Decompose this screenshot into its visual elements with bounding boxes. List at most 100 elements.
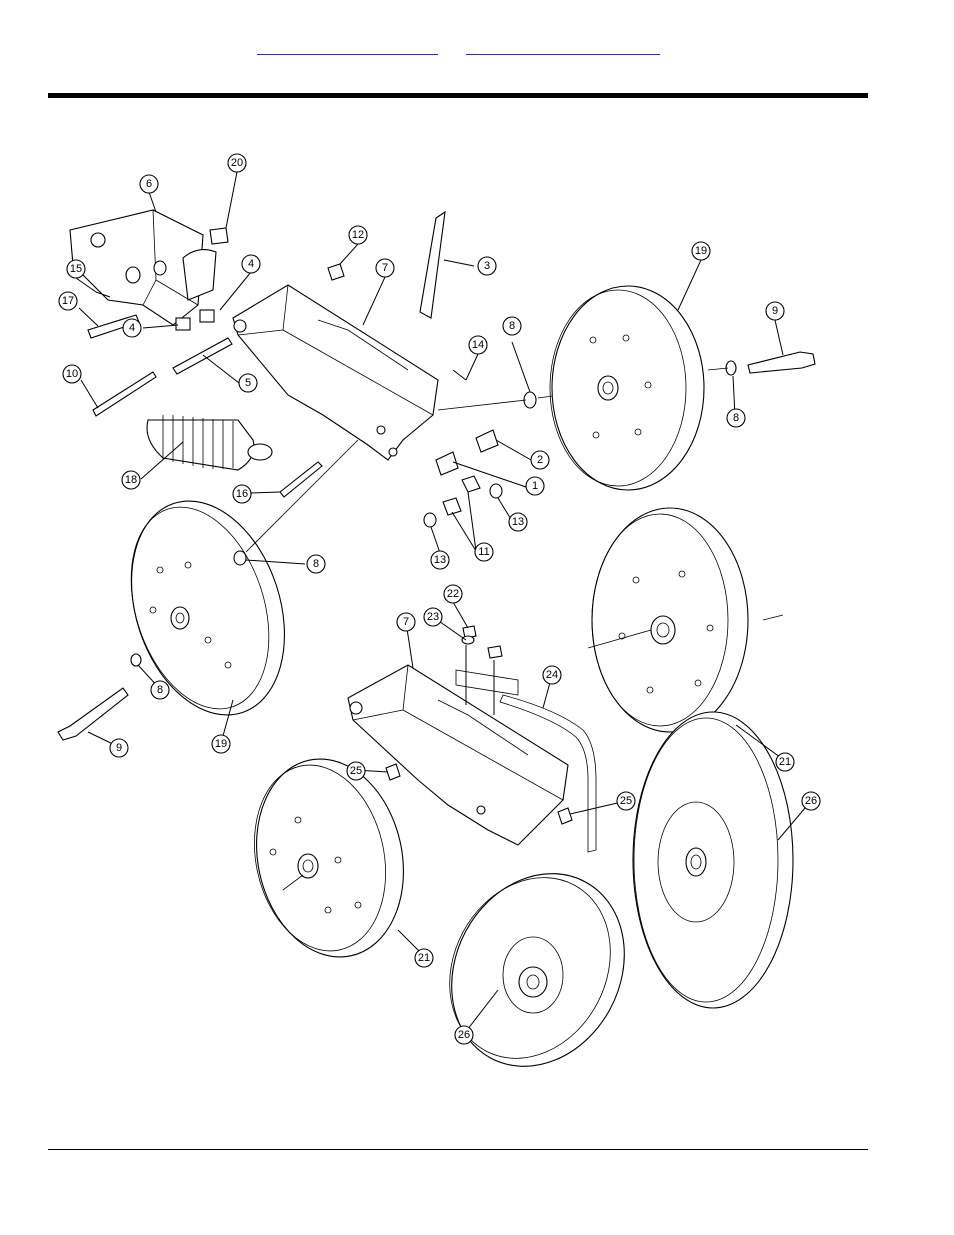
callout: 4: [122, 318, 142, 338]
callout: 26: [454, 1025, 474, 1045]
arm-part-7-upper: [232, 284, 439, 461]
bolt-part-25b: [557, 807, 573, 825]
callout-text: 26: [805, 795, 817, 807]
callout: 9: [109, 738, 129, 758]
pin-part-14: [452, 369, 467, 381]
callout: 5: [238, 373, 258, 393]
callout: 8: [306, 554, 326, 574]
callout: 19: [211, 734, 231, 754]
callout: 21: [775, 752, 795, 772]
callout: 26: [801, 791, 821, 811]
callout: 25: [616, 791, 636, 811]
callout-text: 23: [427, 611, 439, 623]
wheel-part-19-left: [130, 500, 285, 716]
callout-text: 19: [215, 738, 227, 750]
callout-text: 4: [129, 322, 135, 334]
callout-text: 14: [472, 339, 484, 351]
footer-rule: [48, 1149, 868, 1150]
handle-part-3: [419, 210, 446, 319]
callout-text: 13: [434, 554, 446, 566]
spring-part-18: [146, 415, 273, 471]
callout: 23: [423, 607, 443, 627]
callout: 20: [227, 153, 247, 173]
callout-text: 18: [125, 474, 137, 486]
mount-bracket-part: [69, 209, 217, 326]
bolt-part-9a: [747, 351, 816, 374]
callout-text: 21: [418, 952, 430, 964]
callout-text: 9: [772, 305, 778, 317]
callout-text: 24: [546, 669, 558, 681]
washer-part-13a: [489, 483, 503, 499]
header-link-1[interactable]: [257, 40, 438, 55]
callout: 8: [502, 316, 522, 336]
callout: 14: [468, 335, 488, 355]
cap-part-20: [209, 227, 229, 245]
callout: 15: [66, 259, 86, 279]
callout: 7: [396, 612, 416, 632]
callout-text: 9: [116, 742, 122, 754]
washer-part-8d: [130, 653, 142, 667]
callout-text: 16: [236, 488, 248, 500]
callout-text: 11: [478, 546, 489, 558]
callout-text: 7: [403, 616, 409, 628]
callout: 18: [121, 470, 141, 490]
callout-text: 8: [733, 412, 739, 424]
bushing-part-4b: [199, 309, 215, 323]
callout: 16: [232, 484, 252, 504]
nut-part-22: [462, 625, 477, 639]
callout-text: 25: [350, 765, 362, 777]
washer-part-13b: [423, 512, 437, 528]
callout: 1: [525, 476, 545, 496]
callout: 21: [414, 948, 434, 968]
callout-text: 6: [146, 178, 152, 190]
bolt-part-9b: [57, 687, 129, 741]
callout-text: 19: [695, 245, 707, 257]
washer-part-23: [461, 635, 475, 645]
callout: 6: [139, 174, 159, 194]
arm-part-7-lower: [347, 664, 569, 846]
callout-text: 8: [157, 684, 163, 696]
header-link-2[interactable]: [466, 40, 660, 55]
header-rule: [48, 93, 868, 98]
callout-text: 21: [779, 756, 791, 768]
callout-text: 3: [484, 260, 490, 272]
callout-text: 26: [458, 1029, 470, 1041]
wheel-part-21-left: [254, 758, 404, 958]
nut-part-11b: [442, 497, 462, 516]
washer-part-8c: [233, 550, 247, 566]
callout-text: 1: [532, 480, 538, 492]
pin-part-16: [279, 461, 323, 498]
callout: 8: [150, 680, 170, 700]
disc-part-26-right: [632, 711, 794, 1009]
rod-part-24: [499, 694, 597, 853]
nut-part-11a: [461, 475, 481, 493]
callout: 12: [348, 225, 368, 245]
callout: 19: [691, 241, 711, 261]
callout-text: 2: [537, 454, 543, 466]
callout-text: 15: [70, 263, 82, 275]
callout-text: 12: [352, 229, 364, 241]
exploded-parts-diagram: 20 6 4 12 7 3 19 9 15 17 4 8 14 10 5 8 2…: [48, 140, 868, 1080]
callout: 7: [375, 258, 395, 278]
callout: 10: [62, 364, 82, 384]
wheel-part-21-right: [591, 507, 749, 733]
shaft-part-5: [172, 337, 233, 375]
bushing-part-2: [475, 429, 499, 453]
callout: 8: [726, 408, 746, 428]
callout: 13: [508, 512, 528, 532]
callout-text: 8: [313, 558, 319, 570]
callout-text: 5: [245, 377, 251, 389]
callout-labels: 20 6 4 12 7 3 19 9 15 17 4 8 14 10 5 8 2…: [58, 153, 821, 1045]
callout-text: 25: [620, 795, 632, 807]
callout: 2: [530, 450, 550, 470]
nut-part-12: [327, 263, 345, 281]
callout: 9: [765, 301, 785, 321]
callout-text: 10: [66, 368, 78, 380]
callout: 25: [346, 761, 366, 781]
bushing-part-4a: [175, 317, 191, 331]
callout: 17: [58, 291, 78, 311]
bolt-part-25a: [385, 763, 401, 781]
callout-text: 8: [509, 320, 515, 332]
disc-part-26-left: [449, 873, 625, 1067]
wheel-part-19-right: [549, 285, 705, 491]
